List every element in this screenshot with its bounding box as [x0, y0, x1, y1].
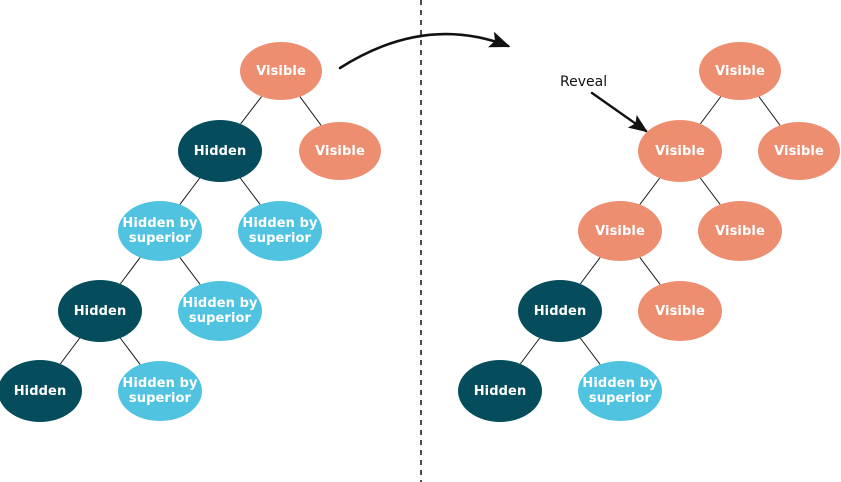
tree-node-label: Visible [774, 143, 824, 159]
tree-node-label: Visible [655, 143, 705, 159]
tree-node-hidden-by-superior[interactable]: Hidden by superior [118, 201, 202, 261]
tree-node-hidden-by-superior[interactable]: Hidden by superior [578, 361, 662, 421]
tree-edge [519, 337, 541, 365]
tree-node-visible[interactable]: Visible [699, 42, 781, 100]
tree-edge [240, 96, 262, 125]
tree-node-visible[interactable]: Visible [638, 281, 722, 341]
tree-edge [699, 177, 721, 205]
tree-edge [639, 257, 661, 285]
tree-edge [119, 337, 141, 365]
tree-node-visible[interactable]: Visible [240, 42, 322, 100]
tree-node-label: Hidden [73, 303, 127, 319]
tree-node-label: Visible [715, 223, 765, 239]
tree-node-label: Hidden [473, 383, 527, 399]
tree-node-label: Visible [655, 303, 705, 319]
tree-node-hidden[interactable]: Hidden [458, 360, 542, 422]
tree-edge [758, 96, 781, 126]
transition-arrow-icon [338, 31, 511, 70]
tree-node-hidden[interactable]: Hidden [518, 280, 602, 342]
tree-node-label: Hidden by superior [122, 216, 198, 246]
tree-edge [179, 257, 201, 285]
tree-node-label: Hidden by superior [182, 296, 258, 326]
tree-edge [299, 96, 322, 126]
tree-edge [179, 177, 201, 205]
tree-node-hidden-by-superior[interactable]: Hidden by superior [238, 201, 322, 261]
tree-edge [699, 96, 722, 125]
tree-edge [239, 177, 261, 205]
tree-node-label: Hidden [533, 303, 587, 319]
tree-node-visible[interactable]: Visible [698, 201, 782, 261]
tree-node-label: Hidden [13, 383, 67, 399]
tree-node-hidden-by-superior[interactable]: Hidden by superior [178, 281, 262, 341]
tree-node-visible[interactable]: Visible [758, 122, 840, 180]
tree-node-hidden[interactable]: Hidden [0, 360, 82, 422]
annotation-label-reveal: Reveal [560, 74, 608, 90]
reveal-arrow-icon [590, 91, 648, 133]
tree-edge [639, 177, 661, 205]
tree-node-hidden-by-superior[interactable]: Hidden by superior [118, 361, 202, 421]
tree-edge [59, 337, 81, 365]
tree-node-visible[interactable]: Visible [578, 201, 662, 261]
tree-edge [579, 257, 601, 285]
tree-node-label: Hidden by superior [582, 376, 658, 406]
tree-node-label: Hidden by superior [122, 376, 198, 406]
tree-node-label: Visible [595, 223, 645, 239]
tree-node-label: Hidden by superior [242, 216, 318, 246]
tree-node-visible[interactable]: Visible [638, 120, 722, 182]
tree-node-visible[interactable]: Visible [299, 122, 381, 180]
tree-node-hidden[interactable]: Hidden [178, 120, 262, 182]
tree-node-label: Hidden [193, 143, 247, 159]
tree-node-label: Visible [315, 143, 365, 159]
tree-edge [119, 257, 141, 285]
tree-edge [579, 337, 601, 365]
tree-node-label: Visible [256, 63, 306, 79]
tree-node-hidden[interactable]: Hidden [58, 280, 142, 342]
tree-node-label: Visible [715, 63, 765, 79]
